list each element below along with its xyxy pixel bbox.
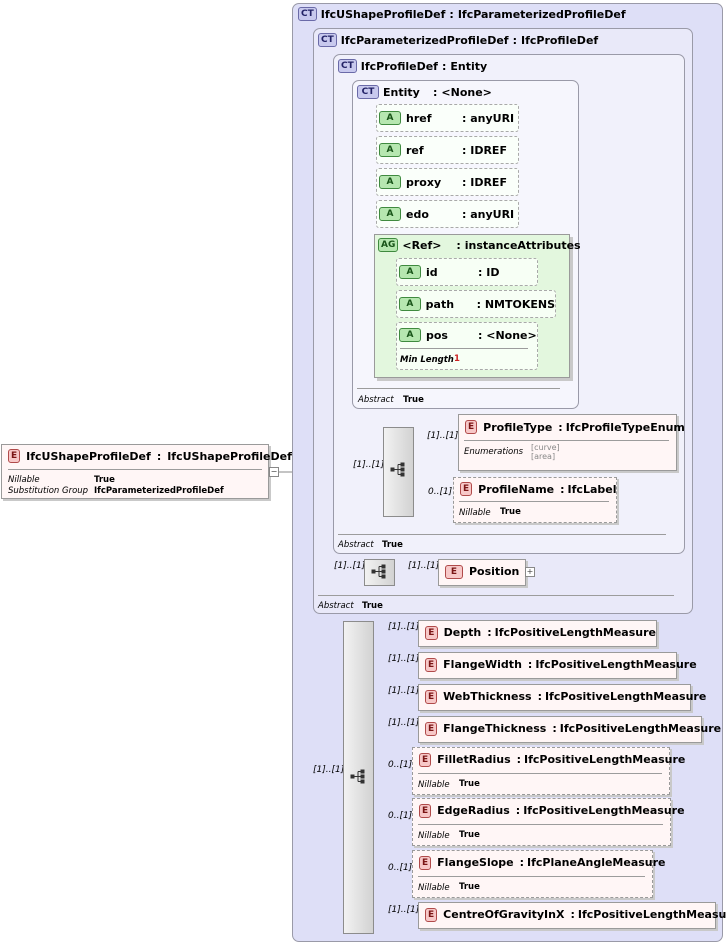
- position-sequence-compositor[interactable]: [364, 559, 395, 586]
- ct2-name: IfcParameterizedProfileDef: [340, 33, 509, 47]
- element-edgeradius[interactable]: E EdgeRadius : IfcPositiveLengthMeasure …: [412, 798, 685, 846]
- attribute-group-icon: AG: [378, 238, 399, 252]
- attribute-href[interactable]: A href : anyURI: [376, 104, 519, 132]
- element-depth[interactable]: E Depth : IfcPositiveLengthMeasure: [418, 620, 657, 647]
- root-prop-substitution-group: Substitution Group: [8, 486, 89, 496]
- element-filletradius[interactable]: E FilletRadius : IfcPositiveLengthMeasur…: [412, 747, 685, 795]
- sequence-icon: [390, 462, 405, 477]
- attribute-icon: A: [379, 175, 401, 189]
- centreofgravityinx-multiplicity: [1]..[1]: [388, 905, 420, 915]
- flangethickness-multiplicity: [1]..[1]: [388, 718, 420, 728]
- flangewidth-multiplicity: [1]..[1]: [388, 654, 420, 664]
- attribute-path[interactable]: A path : NMTOKENS: [396, 290, 556, 318]
- root-type: IfcUShapeProfileDef: [167, 449, 292, 463]
- sequence-icon: [350, 769, 365, 784]
- element-flangeslope[interactable]: E FlangeSlope : IfcPlaneAngleMeasure Nil…: [412, 850, 666, 898]
- webthickness-multiplicity: [1]..[1]: [388, 686, 420, 696]
- profilename-multiplicity: 0..[1]: [428, 487, 453, 497]
- attribute-ref[interactable]: A ref : IDREF: [376, 136, 519, 164]
- position-sequence-multiplicity: [1]..[1]: [334, 561, 366, 571]
- element-icon: E: [425, 657, 438, 672]
- expand-icon[interactable]: +: [525, 567, 535, 577]
- ct4-name: Entity: [383, 85, 420, 99]
- ct3-abstract: Abstract: [338, 540, 374, 550]
- element-icon: E: [419, 855, 432, 870]
- attribute-icon: A: [379, 143, 401, 157]
- attribute-icon: A: [379, 207, 401, 221]
- divider: [318, 595, 674, 596]
- element-webthickness[interactable]: E WebThickness : IfcPositiveLengthMeasur…: [418, 684, 706, 711]
- element-badge-icon: E: [8, 449, 21, 463]
- profile-sequence-multiplicity: [1]..[1]: [353, 460, 385, 470]
- edgeradius-multiplicity: 0..[1]: [388, 811, 413, 821]
- element-flangewidth[interactable]: E FlangeWidth : IfcPositiveLengthMeasure: [418, 652, 697, 679]
- ct1-header: CT IfcUShapeProfileDef : IfcParameterize…: [298, 7, 626, 21]
- element-icon: E: [445, 564, 463, 579]
- root-prop-nillable: Nillable: [8, 475, 40, 485]
- position-multiplicity: [1]..[1]: [408, 561, 440, 571]
- divider: [459, 501, 609, 502]
- ct3-header: CT IfcProfileDef : Entity: [338, 59, 487, 73]
- element-icon: E: [419, 803, 432, 818]
- attribute-icon: A: [379, 111, 401, 125]
- element-profiletype[interactable]: E ProfileType : IfcProfileTypeEnum Enume…: [458, 414, 685, 471]
- filletradius-multiplicity: 0..[1]: [388, 760, 413, 770]
- element-icon: E: [465, 420, 478, 434]
- divider: [418, 773, 662, 774]
- main-sequence-compositor[interactable]: [343, 621, 374, 934]
- element-icon: E: [425, 721, 438, 736]
- ct4-abstract: Abstract: [358, 395, 394, 405]
- root-element-ifcushapeprofiledef[interactable]: E IfcUShapeProfileDef : IfcUShapeProfile…: [1, 444, 292, 499]
- divider: [464, 440, 669, 441]
- ct1-name: IfcUShapeProfileDef: [320, 7, 446, 21]
- attribute-group-header: AG <Ref> : instanceAttributes: [378, 238, 581, 252]
- complex-type-icon: CT: [298, 7, 317, 21]
- root-name: IfcUShapeProfileDef: [26, 449, 151, 463]
- divider: [357, 388, 560, 389]
- ct2-type: IfcProfileDef: [520, 33, 599, 47]
- attribute-icon: A: [399, 265, 421, 279]
- sequence-icon: [371, 564, 386, 579]
- ct1-type: IfcParameterizedProfileDef: [457, 7, 626, 21]
- attribute-id[interactable]: A id : ID: [396, 258, 538, 286]
- divider: [418, 824, 663, 825]
- complex-type-icon: CT: [357, 85, 379, 99]
- element-centreofgravityinx[interactable]: E CentreOfGravityInX : IfcPositiveLength…: [418, 902, 727, 929]
- ct2-header: CT IfcParameterizedProfileDef : IfcProfi…: [318, 33, 598, 47]
- complex-type-icon: CT: [338, 59, 357, 73]
- element-position[interactable]: E Position: [438, 559, 526, 586]
- depth-multiplicity: [1]..[1]: [388, 622, 420, 632]
- element-flangethickness[interactable]: E FlangeThickness : IfcPositiveLengthMea…: [418, 716, 721, 743]
- profiletype-multiplicity: [1]..[1]: [427, 431, 459, 441]
- profile-sequence-compositor[interactable]: [383, 427, 414, 517]
- ct3-name: IfcProfileDef: [360, 59, 438, 73]
- element-icon: E: [425, 689, 438, 704]
- element-icon: E: [419, 752, 432, 767]
- element-icon: E: [460, 482, 473, 496]
- flangeslope-multiplicity: 0..[1]: [388, 863, 413, 873]
- attribute-icon: A: [399, 328, 421, 342]
- attribute-icon: A: [399, 297, 421, 311]
- attribute-edo[interactable]: A edo : anyURI: [376, 200, 519, 228]
- ct4-header: CT Entity : <None>: [357, 85, 492, 99]
- element-icon: E: [425, 907, 438, 922]
- ct2-abstract: Abstract: [318, 601, 354, 611]
- element-profilename[interactable]: E ProfileName : IfcLabel Nillable True: [453, 477, 617, 523]
- attribute-proxy[interactable]: A proxy : IDREF: [376, 168, 519, 196]
- complex-type-icon: CT: [318, 33, 337, 47]
- collapse-icon[interactable]: −: [269, 467, 279, 477]
- attribute-pos[interactable]: A pos : <None> Min Length 1: [396, 322, 538, 370]
- ct3-type: Entity: [450, 59, 488, 73]
- divider: [418, 876, 645, 877]
- element-icon: E: [425, 625, 438, 640]
- main-sequence-multiplicity: [1]..[1]: [313, 765, 345, 775]
- ct4-type: <None>: [441, 85, 492, 99]
- divider: [8, 469, 262, 470]
- divider: [400, 348, 528, 349]
- divider: [338, 534, 666, 535]
